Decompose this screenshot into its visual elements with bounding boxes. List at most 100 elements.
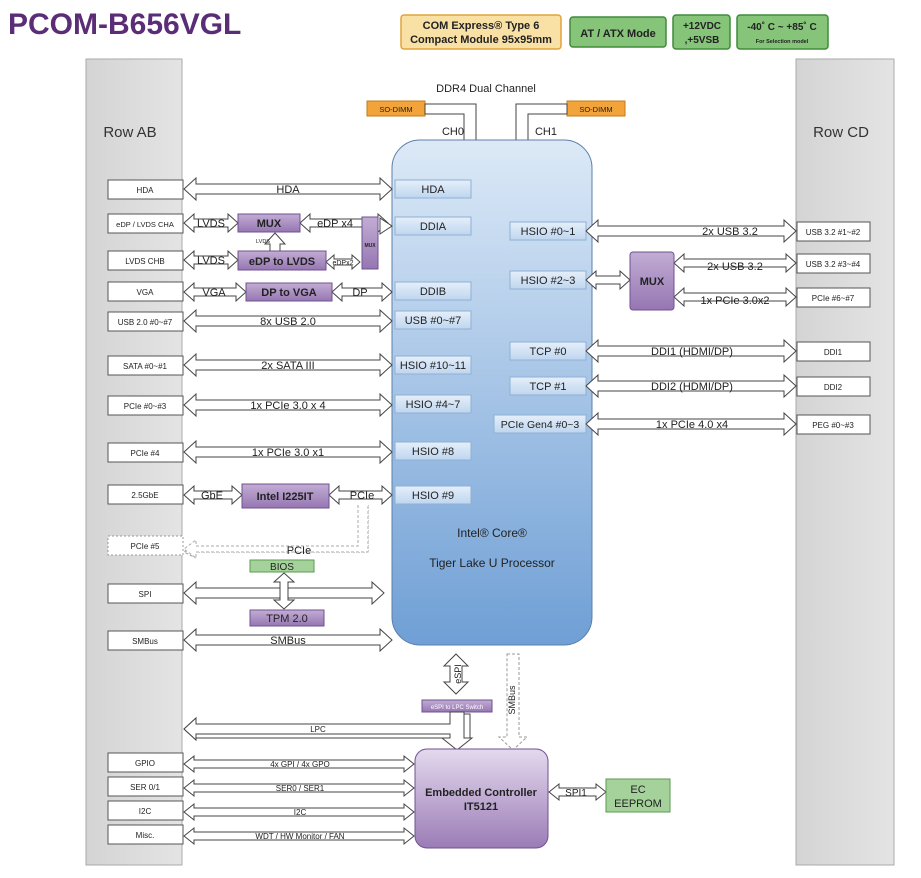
chip-mux-small: MUX: [364, 243, 376, 249]
label-usb32-b: 2x USB 3.2: [707, 261, 763, 273]
port-hsio8: HSIO #8: [412, 446, 454, 458]
label-usb32-a: 2x USB 3.2: [702, 226, 758, 238]
arrow-pcie40x4: [585, 411, 797, 437]
row-ab-label: Row AB: [103, 124, 156, 141]
label-wdt: WDT / HW Monitor / FAN: [255, 832, 344, 841]
arrow-ddi1: [585, 338, 797, 364]
chip-bios: BIOS: [270, 562, 294, 573]
arrow-pcie-i225: [328, 484, 393, 506]
arrow-smbus-dashed: [497, 653, 529, 751]
pin-misc: Misc.: [136, 831, 155, 840]
cpu-line2: Tiger Lake U Processor: [429, 556, 555, 570]
row-cd-label: Row CD: [813, 124, 869, 141]
pin-spi: SPI: [139, 590, 152, 599]
pin-vga: VGA: [137, 288, 155, 297]
chip-espi-switch: eSPI to LPC Switch: [431, 705, 483, 711]
port-hsio23: HSIO #2~3: [521, 275, 576, 287]
pin-usb20: USB 2.0 #0~#7: [118, 318, 173, 327]
arrow-hsio23-mux: [585, 269, 631, 291]
pin-peg: PEG #0~#3: [812, 421, 854, 430]
port-usb: USB #0~#7: [405, 315, 462, 327]
pin-ser: SER 0/1: [130, 783, 160, 792]
label-ddi2: DDI2 (HDMI/DP): [651, 381, 733, 393]
label-spi1: SPI1: [565, 788, 587, 799]
cpu-block: [391, 139, 593, 646]
label-sata: 2x SATA III: [261, 360, 314, 372]
chip-tpm: TPM 2.0: [266, 613, 308, 625]
eeprom-line1: EC: [630, 784, 645, 796]
arrow-espi: [442, 653, 470, 695]
row-cd-column: [795, 58, 895, 866]
chip-i225: Intel I225IT: [257, 491, 314, 503]
pin-lvds-chb: LVDS CHB: [125, 257, 164, 266]
label-pcie-i225: PCIe: [350, 490, 374, 502]
temperature-badge: -40˚ C ~ +85˚ C For Selection model: [736, 14, 829, 50]
label-dp: DP: [352, 287, 367, 299]
pin-pcie03: PCIe #0~#3: [124, 402, 167, 411]
label-edp-x4: eDP x4: [317, 218, 353, 230]
arrow-ser: [183, 778, 415, 798]
pin-pcie67: PCIe #6~#7: [812, 294, 855, 303]
label-pcie-x1: 1x PCIe 3.0 x1: [252, 447, 324, 459]
pin-pcie4: PCIe #4: [131, 449, 160, 458]
arrow-smbus: [183, 627, 393, 653]
label-pcie30x2: 1x PCIe 3.0x2: [700, 295, 769, 307]
eeprom-line2: EEPROM: [614, 798, 662, 810]
label-pcie5: PCIe: [287, 545, 311, 557]
label-smbus-v: SMBus: [507, 685, 517, 715]
port-pcie-gen4: PCIe Gen4 #0~3: [501, 419, 580, 431]
pin-gbe: 2.5GbE: [131, 491, 158, 500]
label-smbus: SMBus: [270, 635, 306, 647]
arrow-edpx2: [325, 253, 361, 271]
form-factor-line2: Compact Module 95x95mm: [410, 34, 552, 46]
ch0-label: CH0: [442, 126, 464, 138]
pin-ddi1: DDI1: [824, 348, 843, 357]
temperature-line1: -40˚ C ~ +85˚ C: [747, 21, 816, 33]
port-hda: HDA: [421, 184, 445, 196]
pin-gpio: GPIO: [135, 759, 155, 768]
arrow-usb20: [183, 308, 393, 334]
label-lvds-a: LVDS: [197, 218, 225, 230]
sodimm-left: SO-DIMM: [379, 105, 412, 114]
arrow-usb32-a: [585, 218, 797, 244]
pin-edp-lvds: eDP / LVDS CHA: [116, 220, 174, 229]
port-hsio9: HSIO #9: [412, 490, 454, 502]
chip-edp-to-lvds: eDP to LVDS: [249, 256, 315, 268]
arrow-usb32-b: [673, 252, 797, 274]
ec-block: [414, 748, 549, 849]
page-title: PCOM-B656VGL: [8, 8, 241, 41]
arrow-gpio: [183, 754, 415, 774]
label-usb20: 8x USB 2.0: [260, 316, 316, 328]
label-espi: eSPI: [453, 664, 463, 684]
cpu-line1: Intel® Core®: [457, 526, 527, 540]
arrow-hda: [183, 176, 393, 202]
chip-dp-to-vga: DP to VGA: [261, 287, 316, 299]
mode-badge: AT / ATX Mode: [569, 16, 667, 48]
port-tcp1: TCP #1: [529, 381, 566, 393]
arrow-lpc-line: [183, 711, 474, 751]
power-line1: +12VDC: [683, 21, 721, 32]
arrow-wdt: [183, 826, 415, 846]
pcie5-dashed-box: [183, 505, 369, 559]
ec-line1: Embedded Controller: [425, 787, 538, 799]
pin-ddi2: DDI2: [824, 383, 843, 392]
pin-i2c: I2C: [139, 807, 152, 816]
ddr4-title: DDR4 Dual Channel: [436, 83, 536, 95]
arrow-i2c: [183, 802, 415, 822]
chip-mux-right: MUX: [640, 276, 665, 288]
ec-line2: IT5121: [464, 801, 498, 813]
pin-hda: HDA: [137, 186, 155, 195]
label-i2c: I2C: [294, 808, 307, 817]
label-lvds-b: LVDS: [197, 255, 225, 267]
ch1-label: CH1: [535, 126, 557, 138]
form-factor-line1: COM Express® Type 6: [423, 20, 540, 32]
label-ddi1: DDI1 (HDMI/DP): [651, 346, 733, 358]
label-lpc: LPC: [310, 725, 326, 734]
label-pcie-x4: 1x PCIe 3.0 x 4: [250, 400, 325, 412]
pin-usb32-12: USB 3.2 #1~#2: [806, 228, 861, 237]
temperature-line2: For Selection model: [756, 39, 809, 45]
arrow-pcie30x2: [673, 286, 797, 308]
label-edpx2: eDPx2: [332, 260, 353, 267]
chip-mux: MUX: [257, 218, 282, 230]
